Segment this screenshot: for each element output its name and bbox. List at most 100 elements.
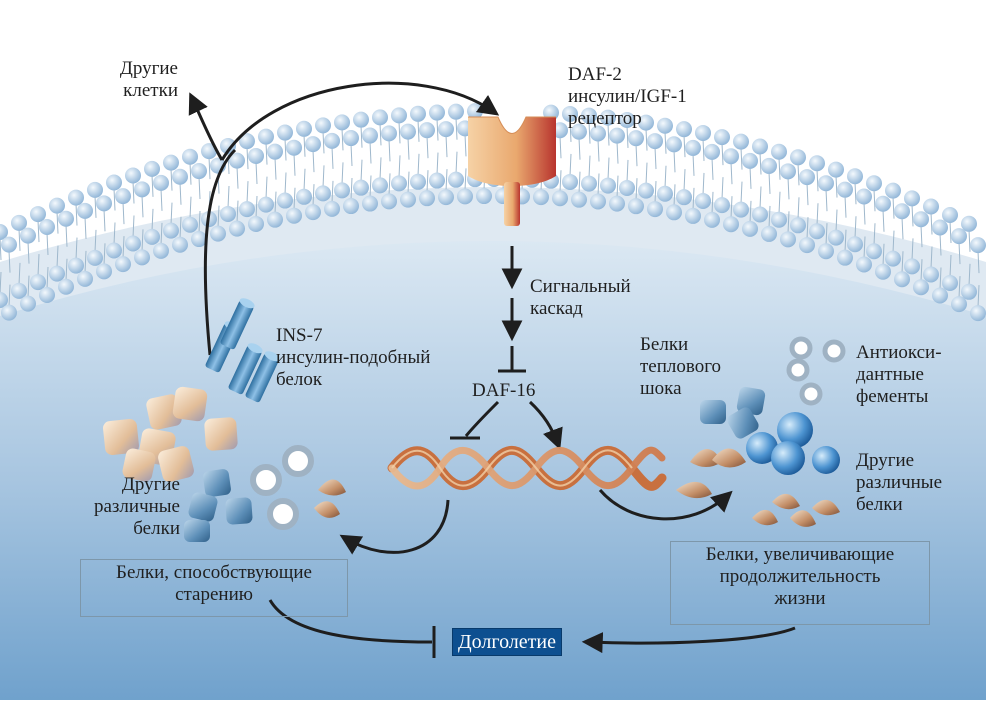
lipid-head <box>619 179 635 196</box>
lipid-head <box>676 121 692 138</box>
daf16-activate-arrow <box>528 400 563 450</box>
lipid-head <box>923 198 939 215</box>
lipid-head <box>410 105 426 122</box>
lipid-head <box>856 256 872 273</box>
lipid-head <box>20 295 36 312</box>
lipid-head <box>790 217 806 234</box>
lipid-head <box>172 168 188 185</box>
lipid-head <box>885 182 901 199</box>
lipid-head <box>780 231 796 248</box>
lipid-head <box>305 204 321 221</box>
lipid-head <box>343 130 359 147</box>
lipid-head <box>847 236 863 253</box>
lipid-head <box>68 189 84 206</box>
lipid-head <box>49 265 65 282</box>
lipid-head <box>144 228 160 245</box>
lipid-head <box>666 204 682 221</box>
lipid-head <box>87 249 103 266</box>
lipid-head <box>286 207 302 224</box>
lipid-head <box>77 202 93 219</box>
lipid-head <box>96 263 112 280</box>
lipid-head <box>942 274 958 291</box>
lipid-head <box>229 152 245 169</box>
lipid-head <box>96 195 112 212</box>
lipid-head <box>296 120 312 137</box>
lipid-head <box>628 130 644 147</box>
lipid-head <box>571 191 587 208</box>
lifespan-seed-proteins <box>676 448 840 527</box>
heat-shock-proteins <box>700 386 766 439</box>
lipid-head <box>153 242 169 259</box>
lipid-head <box>182 216 198 233</box>
lipid-head <box>961 283 977 300</box>
lipid-head <box>932 287 948 304</box>
lipid-head <box>1 304 17 321</box>
lipid-head <box>220 205 236 222</box>
lipid-head <box>818 175 834 192</box>
lipid-head <box>752 138 768 155</box>
lipid-head <box>733 201 749 218</box>
lipid-head <box>391 175 407 192</box>
aging-cube-proteins <box>103 386 238 482</box>
lipid-head <box>30 206 46 223</box>
lipid-head <box>875 263 891 280</box>
lipid-head <box>780 163 796 180</box>
lipid-head <box>220 137 236 154</box>
lipid-head <box>600 109 616 126</box>
lipid-head <box>942 206 958 223</box>
lipid-head <box>761 157 777 174</box>
lipid-head <box>913 279 929 296</box>
lipid-head <box>790 149 806 166</box>
lipid-head <box>163 222 179 239</box>
lipid-head <box>723 216 739 233</box>
lipid-head <box>400 123 416 140</box>
lipid-head <box>761 225 777 242</box>
ins7-cylinders <box>205 298 280 403</box>
arrow-to-receptor <box>220 81 500 161</box>
lipid-head <box>125 167 141 184</box>
lipid-head <box>885 250 901 267</box>
lipid-head <box>581 175 597 192</box>
lipid-head <box>628 198 644 215</box>
lipid-head <box>353 111 369 128</box>
lipid-head <box>39 219 55 236</box>
lipid-head <box>657 185 673 202</box>
lipid-head <box>248 147 264 164</box>
lipid-head <box>315 117 331 134</box>
lipid-head <box>11 282 27 299</box>
lipid-head <box>248 215 264 232</box>
lipid-head <box>904 258 920 275</box>
lipid-head <box>638 114 654 131</box>
lipid-head <box>11 214 27 231</box>
lipid-head <box>362 195 378 212</box>
lipid-head <box>49 197 65 214</box>
antioxidant-rings <box>786 336 846 406</box>
lipid-head <box>343 198 359 215</box>
label-daf16: DAF-16 <box>472 380 536 401</box>
lipid-head <box>153 174 169 191</box>
lipid-head <box>229 220 245 237</box>
arrow-to-other-cells <box>188 92 224 161</box>
lipid-head <box>733 133 749 150</box>
lipid-head <box>894 203 910 220</box>
daf16-inhibit-line <box>464 400 500 437</box>
lipid-head <box>875 195 891 212</box>
lipid-head <box>182 148 198 165</box>
lipid-head <box>87 181 103 198</box>
arrow-dna-to-aging-proteins <box>339 499 450 555</box>
lipid-head <box>562 173 578 190</box>
lipid-head <box>1 236 17 253</box>
lipid-head <box>410 173 426 190</box>
lipid-head <box>476 188 492 205</box>
lipid-head <box>324 132 340 149</box>
lipid-head <box>837 249 853 266</box>
lipid-head <box>533 189 549 206</box>
dna-helix <box>387 446 667 491</box>
lipid-head <box>714 129 730 146</box>
